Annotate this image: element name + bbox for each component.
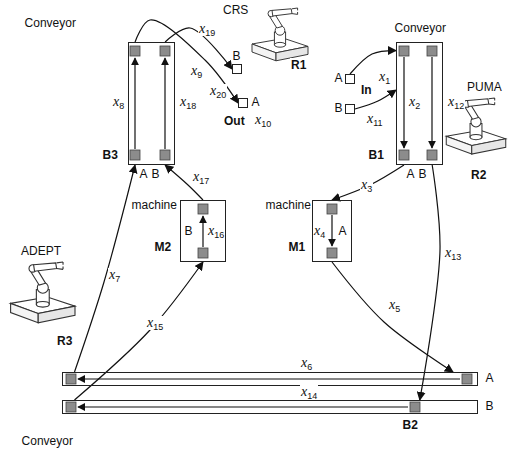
node-label: A [485,371,495,385]
part-label: R2 [470,168,487,182]
transition-label: x19 [198,22,216,36]
position-square: A [238,98,248,108]
node-label: Conveyor [21,434,74,448]
transition-label: x10 [254,113,272,127]
transition-label: x17 [192,170,210,184]
flow-arrow [74,165,135,372]
transition-label: x12 [447,95,465,109]
node-label: B [334,101,344,115]
conveyor-belt: A [62,372,478,386]
pallet-positions [66,46,472,412]
crs-robot [252,8,308,61]
part-label: R3 [56,334,73,348]
transition-label: x13 [444,246,462,260]
node-label: machine [131,198,178,212]
transition-label: x5 [388,298,401,312]
node-label: A [251,95,261,109]
flow-arrow [135,20,238,103]
node-label: B [232,49,242,63]
part-label: CRS [222,3,249,17]
adept-robot [11,262,75,323]
part-label: PUMA [466,80,503,94]
part-label: In [360,83,373,97]
node-label: B [485,399,495,413]
transition-label: x11 [366,112,384,126]
position-square: B [345,104,355,114]
part-label: ADEPT [20,244,62,258]
transition-label: x15 [146,316,164,330]
transition-label: x2 [408,95,421,109]
node-label: B [418,167,428,181]
node-label: M1 [288,240,307,254]
position-square: A [345,74,355,84]
transition-label: x16 [207,224,225,238]
transition-label: x4 [313,224,326,238]
node-label: B [151,167,161,181]
node-label: A [139,167,149,181]
flow-arrow [332,165,404,200]
node-label: B3 [102,148,119,162]
position-square: B [232,64,242,74]
transition-label: x7 [108,268,121,282]
transition-label: x1 [378,70,391,84]
node-label: A [338,224,348,238]
transition-label: x6 [300,356,313,370]
flow-arrow [74,262,203,400]
part-label: Out [223,114,246,128]
transition-label: x20 [209,84,227,98]
node-label: Conveyor [394,21,447,35]
node-label: B1 [368,148,385,162]
flow-arrow [165,165,203,200]
conveyor-belt: ConveyorBB2 [62,400,478,414]
puma-robot [446,98,506,154]
node-label: M2 [154,240,173,254]
node-label: Conveyor [24,16,77,30]
part-label: R1 [290,58,307,72]
transition-label: x9 [190,64,203,78]
node-label: machine [265,198,312,212]
node-label: A [334,71,344,85]
conveyor-box: ConveyorB3AB [128,42,175,165]
transition-label: x18 [179,95,197,109]
transition-label: x8 [112,95,125,109]
transition-label: x3 [360,178,373,192]
flow-arrow [332,262,453,372]
node-label: B [184,224,194,238]
node-label: A [406,167,416,181]
flow-arrow [420,165,440,400]
transition-label: x14 [300,385,318,399]
transfer-arrows [78,57,460,407]
node-label: B2 [402,418,419,432]
